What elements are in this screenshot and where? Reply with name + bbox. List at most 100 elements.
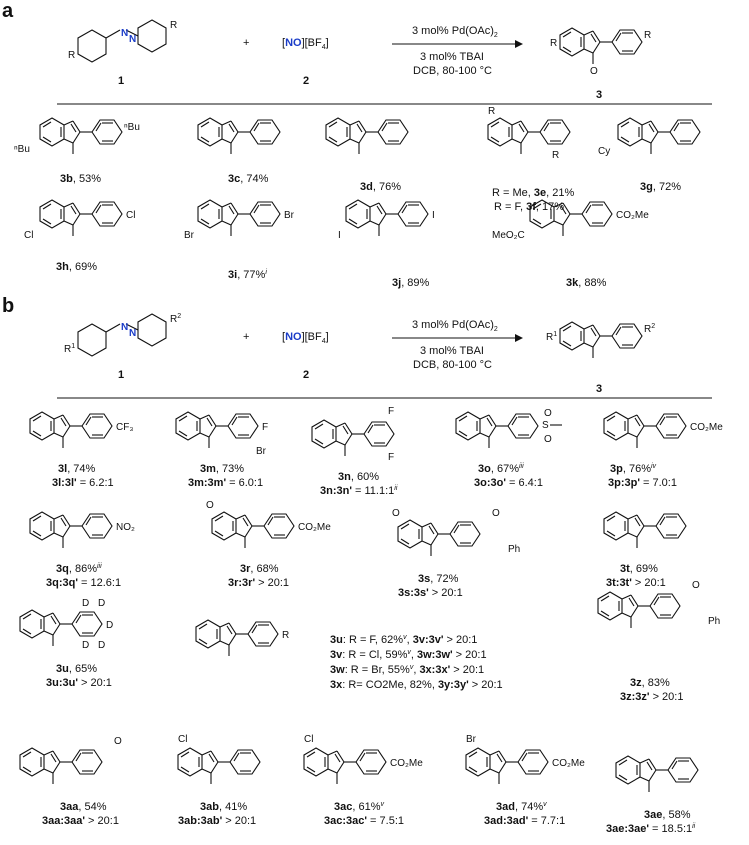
svg-text:NO₂: NO₂	[116, 522, 135, 533]
svg-text:ⁿBu: ⁿBu	[124, 122, 140, 133]
svg-text:I: I	[432, 210, 435, 221]
svg-text:CF₃: CF₃	[116, 422, 133, 433]
svg-text:3aa:3aa' > 20:1: 3aa:3aa' > 20:1	[42, 815, 119, 827]
svg-text:3k, 88%: 3k, 88%	[566, 277, 607, 289]
svg-text:O: O	[392, 508, 400, 519]
svg-text:R1: R1	[546, 331, 557, 343]
svg-text:R = Me, 3e, 21%: R = Me, 3e, 21%	[492, 187, 574, 199]
svg-text:O: O	[590, 66, 598, 77]
product-3l: CF₃ 3l, 74% 3l:3l' = 6.2:1	[29, 411, 133, 489]
svg-text:O: O	[206, 500, 214, 511]
svg-text:3ab:3ab' > 20:1: 3ab:3ab' > 20:1	[178, 815, 256, 827]
svg-text:F: F	[388, 452, 394, 463]
svg-text:3p:3p' = 7.0:1: 3p:3p' = 7.0:1	[608, 477, 677, 489]
svg-text:R: R	[68, 50, 75, 61]
svg-text:O: O	[114, 736, 122, 747]
svg-text:3i, 77%i: 3i, 77%i	[228, 269, 267, 281]
svg-text:3 mol% TBAI: 3 mol% TBAI	[420, 345, 484, 357]
svg-text:3b, 53%: 3b, 53%	[60, 173, 101, 185]
reagent-label: 2	[303, 75, 309, 87]
scheme-a: N N R R 1 + [NO][BF4] 2 3 mol% Pd(OAc)2 …	[68, 19, 651, 101]
svg-text:3ab, 41%: 3ab, 41%	[200, 801, 247, 813]
svg-text:R = F, 3f, 17%: R = F, 3f, 17%	[494, 201, 564, 213]
svg-text:3l, 74%: 3l, 74%	[58, 463, 96, 475]
svg-text:Cl: Cl	[178, 734, 187, 745]
svg-text:D: D	[98, 598, 105, 609]
svg-text:Cl: Cl	[126, 210, 135, 221]
svg-text:[NO][BF4]: [NO][BF4]	[282, 331, 329, 345]
svg-text:R1: R1	[64, 343, 75, 355]
svg-text:3 mol% Pd(OAc)2: 3 mol% Pd(OAc)2	[412, 319, 498, 333]
svg-text:3z, 83%: 3z, 83%	[630, 677, 670, 689]
svg-text:R: R	[488, 106, 495, 117]
svg-text:R: R	[170, 20, 177, 31]
product-3ae: 3ae, 58% 3ae:3ae' = 18.5:1ii	[606, 755, 699, 835]
svg-text:3c, 74%: 3c, 74%	[228, 173, 269, 185]
svg-text:MeO₂C: MeO₂C	[492, 230, 525, 241]
svg-text:3u, 65%: 3u, 65%	[56, 663, 97, 675]
svg-text:3ac, 61%v: 3ac, 61%v	[334, 801, 385, 813]
svg-text:3: 3	[596, 383, 602, 395]
product-3-structure: R R O	[550, 27, 651, 77]
svg-text:+: +	[243, 331, 249, 343]
svg-text:Br: Br	[466, 734, 477, 745]
product-label: 3	[596, 89, 602, 101]
svg-text:3z:3z' > 20:1: 3z:3z' > 20:1	[620, 691, 683, 703]
svg-text:3ae:3ae' = 18.5:1ii: 3ae:3ae' = 18.5:1ii	[606, 823, 696, 835]
svg-text:D: D	[82, 598, 89, 609]
reagent-nobf4: [NO][BF4]	[282, 37, 329, 51]
condition-solvent-temp: DCB, 80-100 °C	[413, 65, 492, 77]
svg-text:N: N	[129, 328, 136, 339]
svg-text:3ad, 74%v: 3ad, 74%v	[496, 801, 547, 813]
svg-text:N: N	[129, 34, 136, 45]
svg-text:3m:3m' = 6.0:1: 3m:3m' = 6.0:1	[188, 477, 263, 489]
svg-text:F: F	[262, 422, 268, 433]
svg-text:3t:3t' > 20:1: 3t:3t' > 20:1	[606, 577, 666, 589]
svg-text:3n:3n' = 11.1:1ii: 3n:3n' = 11.1:1ii	[320, 485, 398, 497]
svg-text:3aa, 54%: 3aa, 54%	[60, 801, 107, 813]
svg-text:3g, 72%: 3g, 72%	[640, 181, 681, 193]
svg-text:CO₂Me: CO₂Me	[616, 210, 649, 221]
svg-text:3o:3o' = 6.4:1: 3o:3o' = 6.4:1	[474, 477, 543, 489]
svg-text:Br: Br	[184, 230, 195, 241]
scheme-b: N N R1 R2 1 + [NO][BF4] 2 3 mol% Pd(OAc)…	[64, 313, 655, 395]
svg-text:R2: R2	[170, 313, 181, 325]
azobenzene-1-structure: N N R R	[68, 19, 177, 63]
svg-text:3d, 76%: 3d, 76%	[360, 181, 401, 193]
svg-text:3u: R = F, 62%v, 3v:3v' > 20:1: 3u: R = F, 62%v, 3v:3v' > 20:1	[330, 634, 477, 646]
svg-text:CO₂Me: CO₂Me	[298, 522, 331, 533]
svg-text:3s, 72%: 3s, 72%	[418, 573, 459, 585]
svg-text:3x: R= CO2Me, 82%, 3y:3y' > 20: 3x: R= CO2Me, 82%, 3y:3y' > 20:1	[330, 679, 503, 691]
product-3g: Cy 3g, 72%	[598, 117, 701, 193]
svg-text:3v: R = Cl, 59%v, 3w:3w' > 20:: 3v: R = Cl, 59%v, 3w:3w' > 20:1	[330, 649, 487, 661]
svg-text:3w: R = Br, 55%v, 3x:3x' > 20:: 3w: R = Br, 55%v, 3x:3x' > 20:1	[330, 664, 484, 676]
svg-text:3p, 76%iv: 3p, 76%iv	[610, 463, 657, 475]
svg-text:Br: Br	[284, 210, 295, 221]
svg-text:R: R	[552, 150, 559, 161]
svg-text:D: D	[106, 620, 113, 631]
product-3aa: O 3aa, 54% 3aa:3aa' > 20:1	[19, 736, 122, 827]
svg-text:3o, 67%iii: 3o, 67%iii	[478, 463, 524, 475]
svg-text:O: O	[692, 580, 700, 591]
product-3r: O CO₂Me 3r, 68% 3r:3r' > 20:1	[206, 500, 331, 589]
azo-compound-label: 1	[118, 75, 124, 87]
svg-text:2: 2	[303, 369, 309, 381]
svg-text:3r:3r' > 20:1: 3r:3r' > 20:1	[228, 577, 289, 589]
svg-text:Ph: Ph	[708, 616, 720, 627]
product-3j: II 3j, 89%	[338, 199, 435, 289]
svg-text:Ph: Ph	[508, 544, 520, 555]
svg-text:3ad:3ad' = 7.7:1: 3ad:3ad' = 7.7:1	[484, 815, 565, 827]
svg-text:3r, 68%: 3r, 68%	[240, 563, 279, 575]
svg-text:O: O	[544, 408, 552, 419]
svg-text:Cl: Cl	[24, 230, 33, 241]
svg-text:O: O	[492, 508, 500, 519]
svg-text:3j, 89%: 3j, 89%	[392, 277, 430, 289]
svg-text:D: D	[82, 640, 89, 651]
svg-text:N: N	[121, 322, 128, 333]
